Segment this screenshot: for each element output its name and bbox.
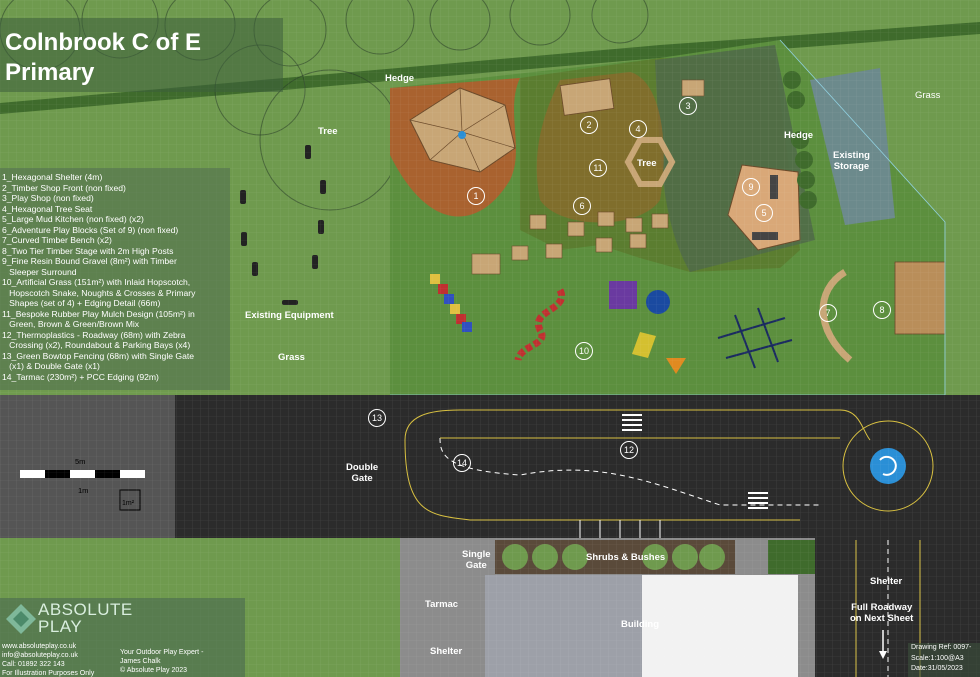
brand-contact: www.absoluteplay.co.uk info@absoluteplay… (2, 643, 95, 677)
tarmac-label: Tarmac (425, 599, 459, 610)
marker-5: 5 (755, 204, 773, 222)
marker-12: 12 (620, 441, 638, 459)
single-gate-label: Single Gate (462, 549, 491, 571)
drawing-reference: Drawing Ref: 0097- Scale:1:100@A3 Date:3… (908, 643, 980, 677)
legend-item: 14_Tarmac (230m²) + PCC Edging (92m) (2, 371, 159, 382)
legend-item: 3_Play Shop (non fixed) (2, 193, 94, 203)
scale-1m2: 1m² (122, 500, 135, 507)
marker-7: 7 (819, 304, 837, 322)
marker-13: 13 (368, 409, 386, 427)
marker-2: 2 (580, 116, 598, 134)
legend-item: 1_Hexagonal Shelter (4m) (2, 172, 103, 182)
hedge-label: Hedge (385, 73, 415, 84)
page-title: Colnbrook C of E Primary (5, 29, 201, 86)
legend-item: 5_Large Mud Kitchen (non fixed) (x2) (2, 214, 144, 224)
brand-expert: Your Outdoor Play Expert - James Chalk ©… (120, 649, 204, 674)
legend-item: 9_Fine Resin Bound Gravel (8m²) with Tim… (2, 256, 177, 277)
tree-seat-label: Tree (637, 158, 657, 169)
legend-item: 11_Bespoke Rubber Play Mulch Design (105… (2, 308, 195, 330)
scale-1m: 1m (78, 486, 89, 495)
shelter-right-label: Shelter (870, 576, 903, 587)
double-gate-label: Double Gate (346, 462, 379, 484)
marker-3: 3 (679, 97, 697, 115)
brand-panel: ABSOLUTE PLAY www.absoluteplay.co.uk inf… (0, 598, 245, 677)
brand-logo-text: ABSOLUTE PLAY (38, 600, 133, 636)
title-panel: Colnbrook C of E Primary (0, 18, 283, 92)
legend-item: 12_Thermoplastics - Roadway (68m) with Z… (2, 329, 191, 351)
hedge-label-right: Hedge (784, 130, 814, 141)
full-roadway-label: Full Roadway on Next Sheet (850, 602, 914, 624)
marker-1: 1 (467, 187, 485, 205)
legend-item: 4_Hexagonal Tree Seat (2, 203, 93, 214)
storage-label: Existing Storage (833, 150, 870, 172)
legend-item: 10_Artificial Grass (151m²) with Inlaid … (2, 277, 196, 308)
marker-11: 11 (589, 159, 607, 177)
grass-label: Grass (915, 90, 941, 101)
marker-14: 14 (453, 454, 471, 472)
marker-4: 4 (629, 120, 647, 138)
marker-8: 8 (873, 301, 891, 319)
legend-item: 8_Two Tier Timber Stage with 2m High Pos… (2, 245, 174, 256)
marker-9: 9 (742, 178, 760, 196)
legend-item: 13_Green Bowtop Fencing (68m) with Singl… (2, 350, 195, 372)
grass-left-label: Grass (278, 352, 305, 363)
existing-equipment-label: Existing Equipment (245, 310, 334, 321)
absolute-play-logo-icon (6, 604, 36, 634)
legend-item: 2_Timber Shop Front (non fixed) (2, 182, 126, 193)
tree-label: Tree (318, 126, 338, 137)
legend-panel: 1_Hexagonal Shelter (4m) 2_Timber Shop F… (0, 168, 230, 390)
shrubs-label: Shrubs & Bushes (586, 552, 666, 563)
marker-10: 10 (575, 342, 593, 360)
marker-6: 6 (573, 197, 591, 215)
legend-item: 7_Curved Timber Bench (x2) (2, 235, 112, 245)
building-label: Building (621, 619, 659, 630)
shelter-label: Shelter (430, 646, 463, 657)
scale-5m: 5m (75, 457, 86, 466)
legend-item: 6_Adventure Play Blocks (Set of 9) (non … (2, 224, 179, 235)
